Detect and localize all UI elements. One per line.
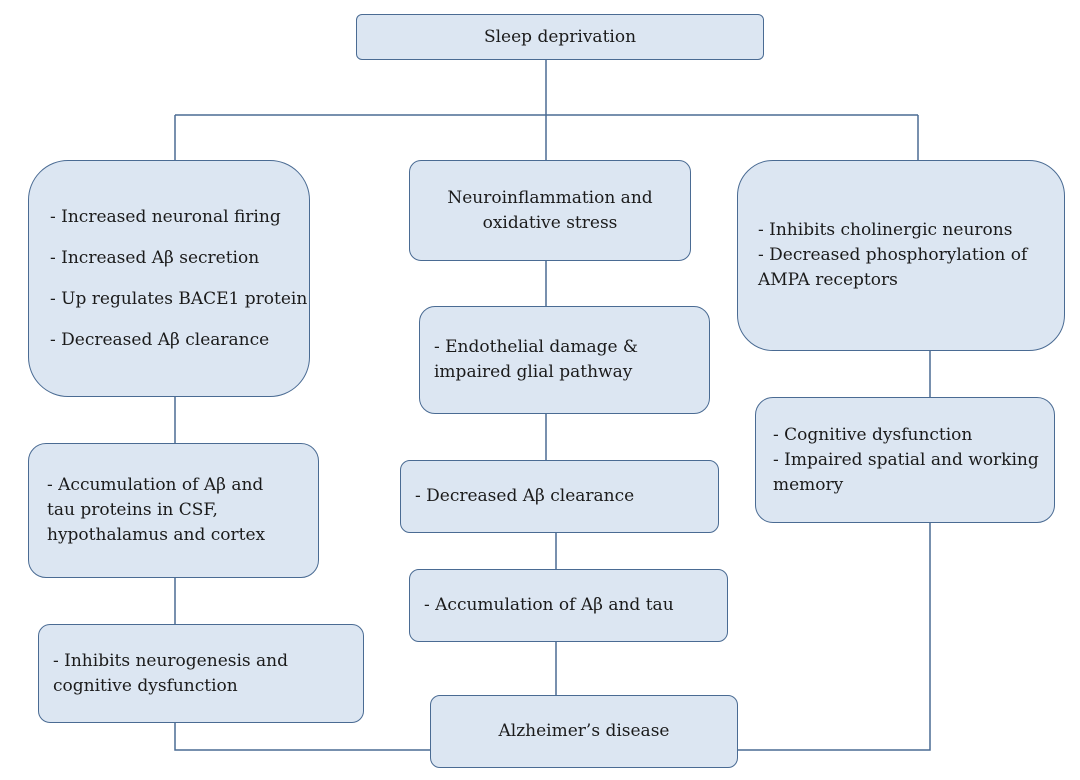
node-left-accumulation: - Accumulation of Aβ and tau proteins in…: [28, 443, 319, 578]
node-left-1-line-3: - Up regulates BACE1 protein: [50, 288, 308, 309]
node-sleep-deprivation-label: Sleep deprivation: [483, 26, 637, 47]
node-right-2-line-3: memory: [773, 474, 844, 495]
node-right-2-line-2: - Impaired spatial and working: [773, 449, 1039, 470]
node-left-neuronal-effects: - Increased neuronal firing - Increased …: [28, 160, 310, 397]
node-left-1-line-2: - Increased Aβ secretion: [50, 247, 260, 268]
node-middle-2-line-2: impaired glial pathway: [434, 362, 633, 382]
connector-left-to-bottom: [174, 722, 432, 751]
node-right-1-line-3: AMPA receptors: [758, 270, 898, 290]
node-sleep-deprivation: Sleep deprivation: [356, 14, 764, 60]
node-left-1-line-1: - Increased neuronal firing: [50, 206, 281, 227]
node-right-cognitive: - Cognitive dysfunction - Impaired spati…: [755, 397, 1055, 523]
node-alzheimers-disease: Alzheimer’s disease: [430, 695, 738, 768]
node-middle-1-line-1: Neuroinflammation and: [447, 187, 653, 208]
node-right-2-line-1: - Cognitive dysfunction: [773, 424, 973, 445]
node-middle-4-line-1: - Accumulation of Aβ and tau: [424, 595, 674, 615]
node-middle-neuroinflammation: Neuroinflammation and oxidative stress: [409, 160, 691, 261]
connector-right-to-bottom: [737, 522, 931, 751]
node-left-3-line-1: - Inhibits neurogenesis and: [53, 650, 289, 671]
node-middle-2-line-1: - Endothelial damage &: [434, 337, 639, 357]
node-left-2-line-3: hypothalamus and cortex: [47, 525, 266, 545]
node-middle-3-line-1: - Decreased Aβ clearance: [415, 486, 635, 506]
node-right-1-line-2: - Decreased phosphorylation of: [758, 245, 1028, 265]
node-right-1-line-1: - Inhibits cholinergic neurons: [758, 220, 1013, 240]
node-middle-accumulation: - Accumulation of Aβ and tau: [409, 569, 728, 642]
node-left-3-line-2: cognitive dysfunction: [53, 675, 238, 696]
node-alzheimers-label: Alzheimer’s disease: [498, 721, 670, 741]
node-left-2-line-1: - Accumulation of Aβ and: [47, 475, 264, 495]
node-middle-clearance: - Decreased Aβ clearance: [400, 460, 719, 533]
node-right-cholinergic: - Inhibits cholinergic neurons - Decreas…: [737, 160, 1065, 351]
node-left-neurogenesis: - Inhibits neurogenesis and cognitive dy…: [38, 624, 364, 723]
node-middle-1-line-2: oxidative stress: [482, 212, 618, 233]
node-left-1-line-4: - Decreased Aβ clearance: [50, 329, 270, 350]
node-middle-endothelial: - Endothelial damage & impaired glial pa…: [419, 306, 710, 414]
node-left-2-line-2: tau proteins in CSF,: [47, 500, 218, 520]
